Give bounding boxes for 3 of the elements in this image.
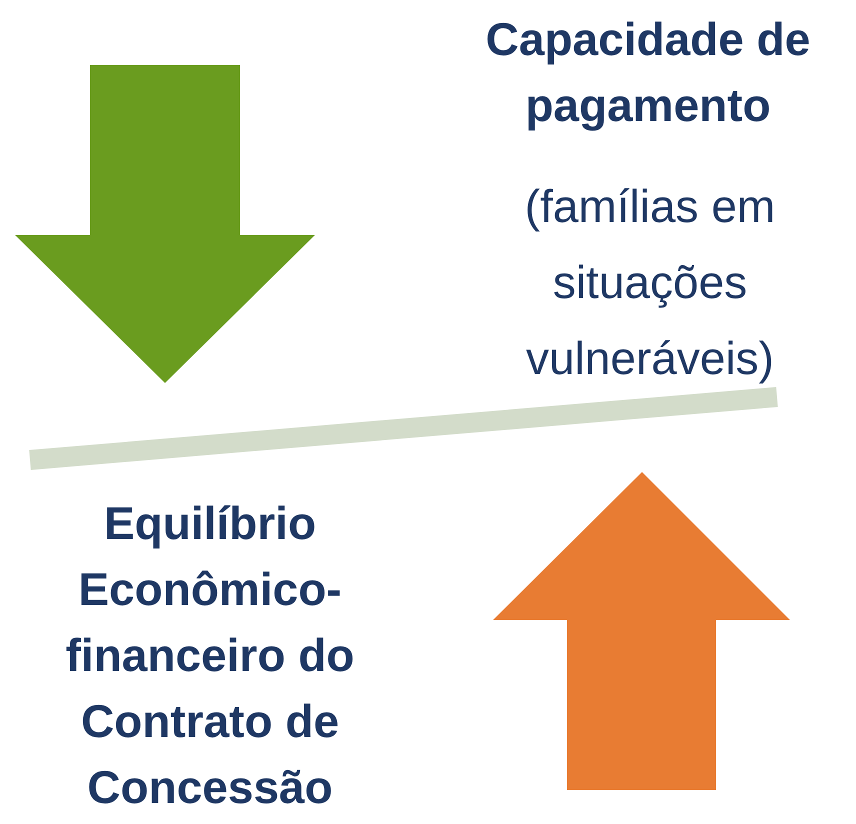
heading-text: Equilíbrio Econômico-financeiro do Contrato de Concessão xyxy=(64,496,356,815)
heading-text: Capacidade de pagamento xyxy=(484,12,812,133)
note-text: (famílias em situações vulneráveis) xyxy=(524,179,776,386)
